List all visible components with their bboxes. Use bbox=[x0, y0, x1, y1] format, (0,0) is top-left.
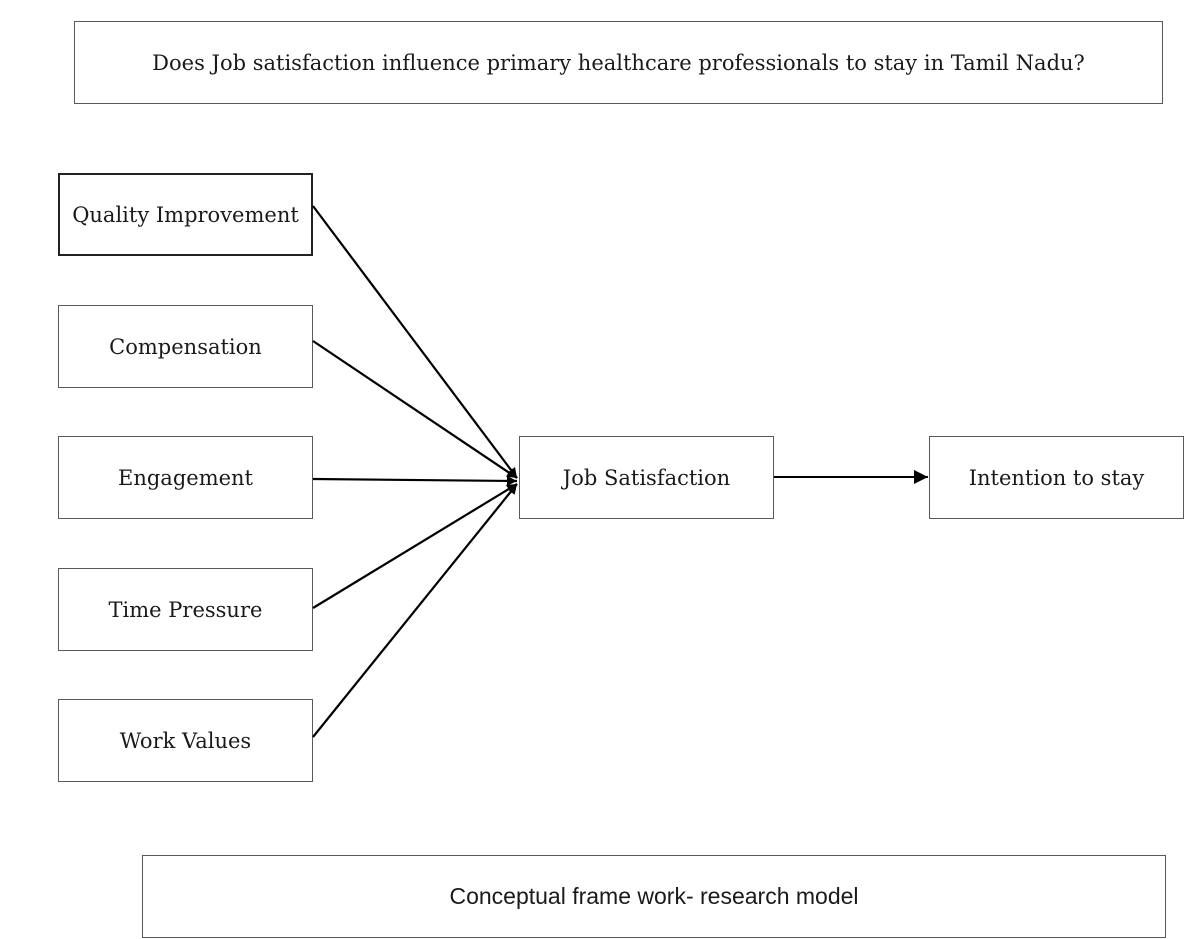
arrow-work-values-to-job-satisfaction bbox=[312, 483, 518, 738]
intention-to-stay-box: Intention to stay bbox=[929, 436, 1184, 519]
arrow-compensation-to-job-satisfaction bbox=[312, 340, 518, 479]
job-satisfaction-box: Job Satisfaction bbox=[519, 436, 774, 519]
factor-box-time-pressure: Time Pressure bbox=[58, 568, 313, 651]
caption-box: Conceptual frame work- research model bbox=[142, 855, 1166, 938]
research-question-box: Does Job satisfaction influence primary … bbox=[74, 21, 1163, 104]
factor-box-work-values: Work Values bbox=[58, 699, 313, 782]
factor-box-compensation: Compensation bbox=[58, 305, 313, 388]
factor-label: Quality Improvement bbox=[72, 202, 299, 227]
caption-text: Conceptual frame work- research model bbox=[449, 883, 859, 909]
factor-label: Work Values bbox=[119, 728, 252, 753]
factor-label: Engagement bbox=[118, 465, 253, 490]
factor-label: Compensation bbox=[109, 334, 262, 359]
intention-to-stay-label: Intention to stay bbox=[968, 465, 1145, 490]
research-question-text: Does Job satisfaction influence primary … bbox=[152, 50, 1085, 75]
factor-box-quality-improvement: Quality Improvement bbox=[58, 173, 313, 256]
arrow-time-pressure-to-job-satisfaction bbox=[312, 483, 518, 609]
arrow-quality-improvement-to-job-satisfaction bbox=[312, 205, 518, 479]
arrow-engagement-to-job-satisfaction bbox=[312, 475, 518, 486]
job-satisfaction-label: Job Satisfaction bbox=[562, 465, 731, 490]
factor-label: Time Pressure bbox=[108, 597, 263, 622]
factor-box-engagement: Engagement bbox=[58, 436, 313, 519]
